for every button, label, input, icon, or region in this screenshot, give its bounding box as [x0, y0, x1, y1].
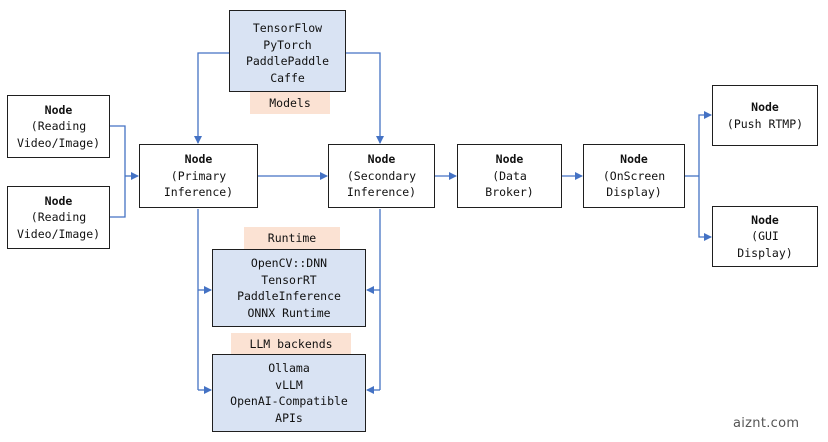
models-item: PyTorch: [263, 37, 312, 52]
runtime-tag: Runtime: [244, 227, 340, 249]
node-line: (Secondary: [346, 168, 417, 183]
node-title: Node: [751, 100, 779, 114]
models-item: PaddlePaddle: [245, 54, 330, 68]
runtime-item: TensorRT: [261, 272, 317, 287]
llm-item: Ollama: [268, 361, 310, 375]
node-reading-2: Node (Reading Video/Image): [7, 186, 110, 249]
node-title: Node: [44, 102, 73, 117]
runtime-item: OpenCV::DNN: [250, 256, 328, 270]
arrow-models-to-primary: [194, 52, 230, 144]
node-line: Broker): [485, 185, 534, 200]
arrow-to-gui: [698, 176, 712, 241]
connector-reading1-to-merge: [110, 125, 126, 218]
node-line: (Primary: [170, 168, 227, 183]
node-gui-display: Node (GUI Display): [712, 206, 818, 267]
node-primary-inference: Node (Primary Inference): [139, 144, 258, 208]
node-data-broker: Node (Data Broker): [457, 144, 562, 208]
llm-item: vLLM: [275, 377, 303, 392]
node-line: Inference): [163, 185, 234, 200]
llm-item: APIs: [275, 410, 303, 425]
llm-item: OpenAI-Compatible: [230, 394, 348, 408]
node-line: (GUI: [751, 229, 779, 244]
models-tag: Models: [250, 92, 330, 114]
arrow-models-to-secondary: [345, 52, 384, 144]
node-title: Node: [44, 193, 73, 208]
node-secondary-inference: Node (Secondary Inference): [328, 144, 435, 208]
watermark: aiznt.com: [733, 416, 800, 431]
llm-backends-tag: LLM backends: [231, 333, 351, 355]
llm-backends-box: Ollama vLLM OpenAI-Compatible APIs: [212, 354, 366, 432]
node-onscreen-display: Node (OnScreen Display): [583, 144, 685, 208]
node-line: Video/Image): [16, 226, 101, 241]
node-push-rtmp: Node (Push RTMP): [712, 85, 818, 146]
node-line: (Reading: [30, 119, 87, 134]
node-line: (OnScreen: [602, 168, 666, 183]
models-item: TensorFlow: [252, 21, 323, 35]
runtime-item: ONNX Runtime: [247, 305, 331, 320]
runtime-box: OpenCV::DNN TensorRT PaddleInference ONN…: [212, 249, 366, 327]
node-line: Inference): [346, 185, 417, 200]
node-title: Node: [184, 152, 213, 167]
node-line: Display): [737, 245, 793, 260]
node-line: Display): [606, 185, 662, 200]
models-item: Caffe: [270, 70, 305, 85]
node-title: Node: [495, 152, 524, 167]
models-box: TensorFlow PyTorch PaddlePaddle Caffe: [229, 10, 346, 92]
node-line: (Data: [492, 168, 527, 183]
node-title: Node: [751, 212, 779, 227]
node-reading-1: Node (Reading Video/Image): [7, 95, 110, 158]
node-line: (Reading: [30, 210, 87, 225]
node-title: Node: [367, 152, 396, 167]
node-line: (Push RTMP): [726, 116, 804, 131]
node-line: Video/Image): [16, 135, 101, 150]
runtime-item: PaddleInference: [237, 289, 341, 303]
node-title: Node: [620, 152, 648, 167]
arrow-to-push-rtmp: [698, 111, 712, 176]
